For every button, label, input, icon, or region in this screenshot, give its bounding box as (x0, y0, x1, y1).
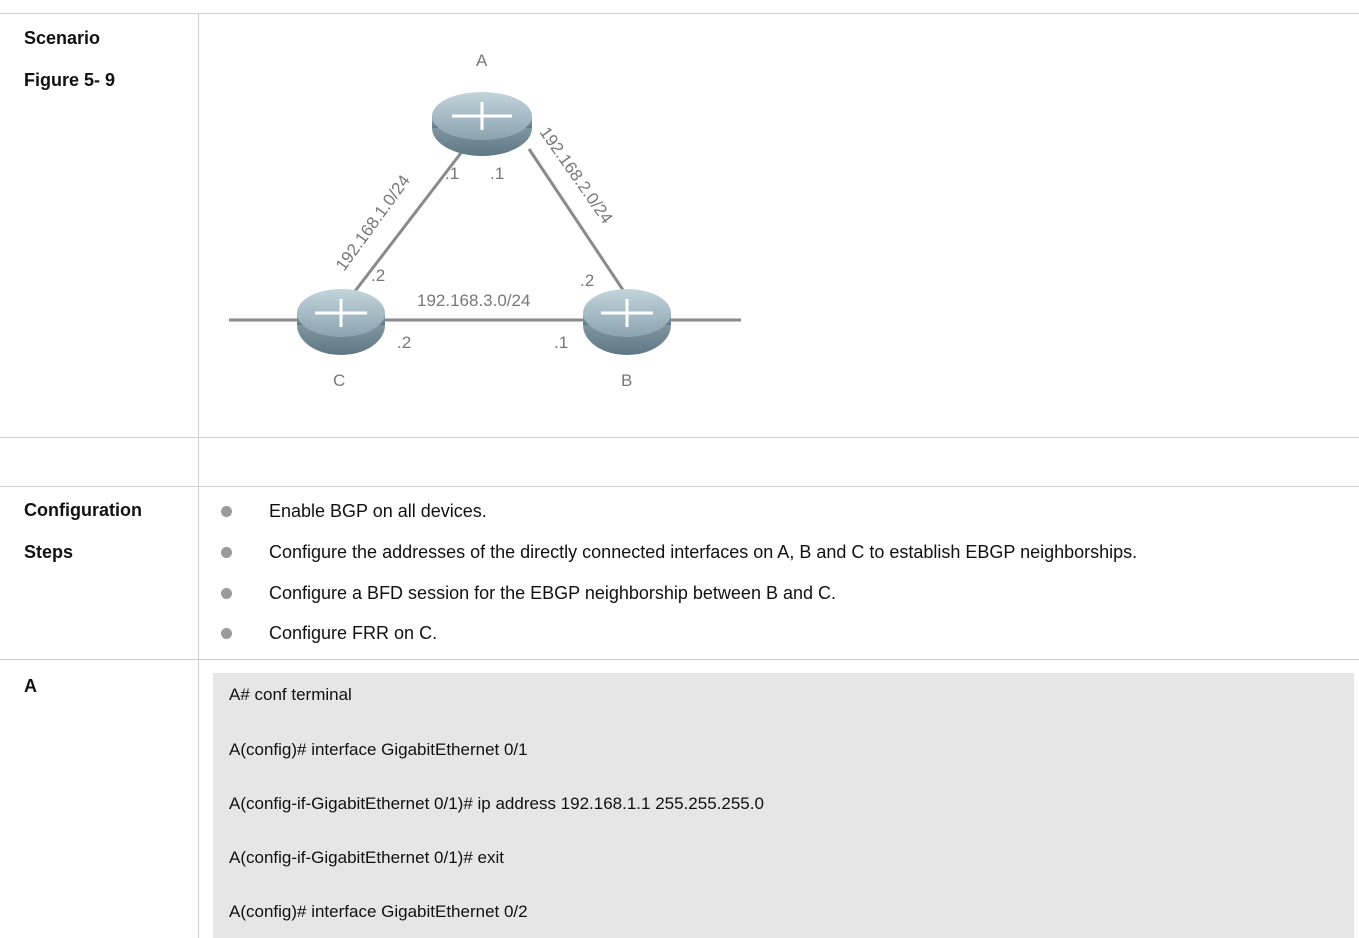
code-line: A(config-if-GigabitEthernet 0/1)# ip add… (229, 794, 764, 813)
bullet-icon (221, 547, 232, 558)
iface-b-left: .1 (554, 333, 568, 352)
bullet-icon (221, 628, 232, 639)
iface-c-top: .2 (371, 266, 385, 285)
node-b-label: B (621, 371, 632, 390)
iface-a-right: .1 (490, 164, 504, 183)
column-divider (198, 13, 199, 938)
config-steps-label-line1: Configuration (24, 500, 142, 520)
table-top-border (0, 13, 1359, 14)
router-b-icon (583, 289, 671, 355)
device-a-label: A (24, 676, 37, 696)
row-divider-2 (0, 486, 1359, 487)
link-ac-label: 192.168.1.0/24 (332, 171, 414, 274)
link-bc-label: 192.168.3.0/24 (417, 291, 530, 310)
code-line: A(config)# interface GigabitEthernet 0/2 (229, 902, 528, 921)
code-line: A# conf terminal (229, 685, 352, 704)
iface-b-top: .2 (580, 271, 594, 290)
scenario-label: Scenario (24, 28, 101, 48)
config-steps-label-line2: Steps (24, 542, 74, 562)
iface-c-right: .2 (397, 333, 411, 352)
config-step-text: Enable BGP on all devices. (269, 501, 487, 521)
link-a-c (347, 148, 466, 300)
figure-label: Figure 5- 9 (24, 70, 116, 90)
link-a-b (527, 148, 631, 300)
bullet-icon (221, 588, 232, 599)
row-divider-1 (0, 437, 1359, 438)
row-divider-3 (0, 659, 1359, 660)
config-step-text: Configure the addresses of the directly … (269, 542, 1138, 562)
code-line: A(config)# interface GigabitEthernet 0/1 (229, 740, 528, 759)
config-step-text: Configure FRR on C. (269, 623, 438, 643)
node-a-label: A (476, 51, 488, 70)
code-line: A(config-if-GigabitEthernet 0/1)# exit (229, 848, 504, 867)
node-c-label: C (333, 371, 345, 390)
config-step-text: Configure a BFD session for the EBGP nei… (269, 583, 836, 603)
router-a-icon (432, 92, 532, 156)
router-c-icon (297, 289, 385, 355)
bullet-icon (221, 506, 232, 517)
iface-a-left: .1 (445, 164, 459, 183)
code-block (213, 673, 1354, 938)
network-topology-diagram: A C B 192.168.1.0/24 192.168.2.0/24 192.… (229, 51, 741, 390)
